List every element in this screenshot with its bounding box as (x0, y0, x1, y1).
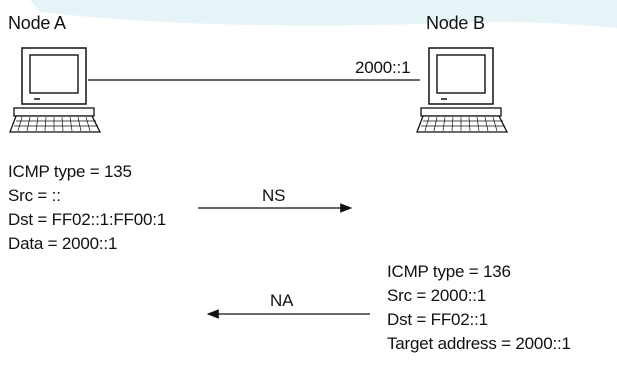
ns-label: NS (262, 186, 286, 205)
na-line-target-address: Target address = 2000::1 (387, 334, 571, 353)
node-a-label: Node A (8, 13, 66, 33)
ns-details: ICMP type = 135 Src = :: Dst = FF02::1:F… (8, 160, 166, 256)
na-details: ICMP type = 136 Src = 2000::1 Dst = FF02… (387, 260, 571, 356)
ns-line-dst: Dst = FF02::1:FF00:1 (8, 210, 167, 229)
node-b-address: 2000::1 (355, 58, 411, 77)
computer-b-icon (416, 47, 509, 133)
na-line-icmp-type: ICMP type = 136 (387, 262, 511, 281)
ns-line-src: Src = :: (8, 186, 61, 205)
ns-line-icmp-type: ICMP type = 135 (8, 162, 132, 181)
node-b-label: Node B (426, 13, 485, 33)
na-label: NA (270, 291, 294, 310)
na-line-dst: Dst = FF02::1 (387, 310, 488, 329)
computer-a-icon (9, 47, 102, 133)
na-line-src: Src = 2000::1 (387, 286, 486, 305)
ns-line-data: Data = 2000::1 (8, 234, 118, 253)
background-band (30, 0, 617, 28)
